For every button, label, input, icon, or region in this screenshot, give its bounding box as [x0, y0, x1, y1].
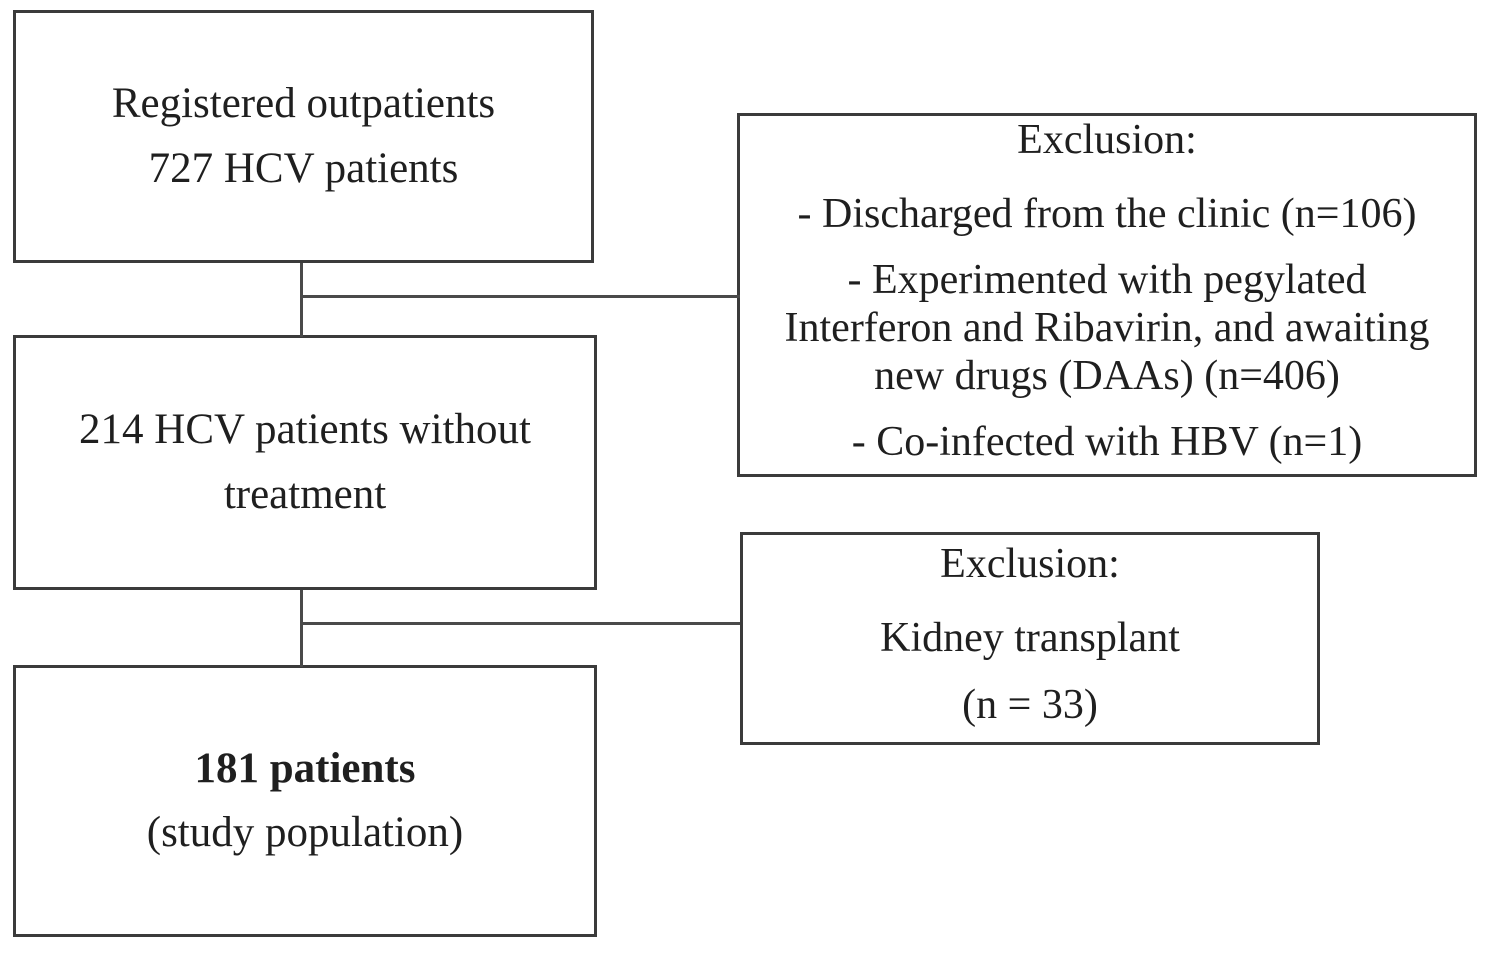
- box-registered-outpatients: Registered outpatients 727 HCV patients: [13, 10, 594, 263]
- exclusion2-item-kidney-transplant: Kidney transplant: [880, 615, 1180, 662]
- exclusion1-item-experimented-line-2: Interferon and Ribavirin, and awaiting: [784, 305, 1430, 352]
- connector-branch-to-exclusion-1: [300, 295, 740, 298]
- untreated-line-1: 214 HCV patients without: [79, 406, 531, 453]
- connector-vertical-registered-to-untreated: [300, 263, 303, 337]
- exclusion1-item-coinfected: - Co-infected with HBV (n=1): [851, 418, 1363, 465]
- study-caption: (study population): [146, 809, 464, 856]
- box-hcv-without-treatment: 214 HCV patients without treatment: [13, 335, 597, 590]
- study-count: 181 patients: [194, 744, 416, 792]
- connector-branch-to-exclusion-2: [300, 622, 740, 625]
- box-exclusion-2: Exclusion: Kidney transplant (n = 33): [740, 532, 1320, 745]
- registered-line-1: Registered outpatients: [111, 80, 496, 127]
- exclusion1-item-experimented: - Experimented with pegylated Interferon…: [785, 256, 1430, 401]
- exclusion2-item-count: (n = 33): [962, 681, 1098, 728]
- exclusion1-item-discharged: - Discharged from the clinic (n=106): [797, 191, 1417, 238]
- box-exclusion-1: Exclusion: - Discharged from the clinic …: [737, 113, 1477, 477]
- exclusion1-title: Exclusion:: [1017, 116, 1197, 163]
- exclusion1-item-experimented-line-1: - Experimented with pegylated: [847, 256, 1367, 303]
- exclusion2-title: Exclusion:: [940, 540, 1120, 587]
- registered-line-2: 727 HCV patients: [148, 144, 459, 192]
- connector-vertical-untreated-to-study: [300, 590, 303, 667]
- untreated-line-2: treatment: [223, 470, 387, 518]
- exclusion1-item-experimented-line-3: new drugs (DAAs) (n=406): [874, 353, 1340, 400]
- box-study-population: 181 patients (study population): [13, 665, 597, 937]
